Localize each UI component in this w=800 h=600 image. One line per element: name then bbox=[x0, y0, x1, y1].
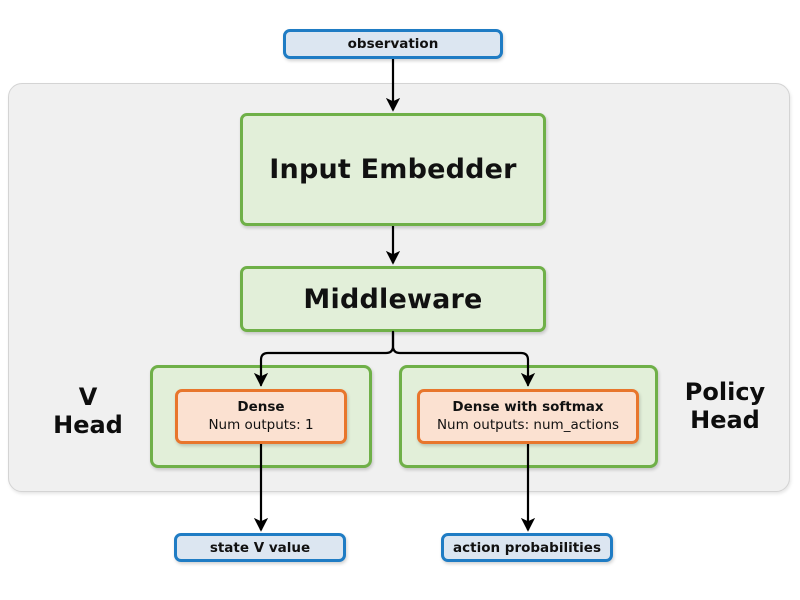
node-observation-label: observation bbox=[347, 36, 439, 52]
node-v-head-dense: Dense Num outputs: 1 bbox=[175, 389, 347, 444]
node-state-v-value-label: state V value bbox=[209, 539, 311, 556]
node-v-head-dense-title: Dense bbox=[237, 399, 285, 416]
node-input-embedder: Input Embedder bbox=[240, 113, 546, 226]
node-middleware: Middleware bbox=[240, 266, 546, 332]
node-policy-head-dense: Dense with softmax Num outputs: num_acti… bbox=[417, 389, 639, 444]
node-policy-head-dense-title: Dense with softmax bbox=[452, 399, 604, 416]
node-middleware-label: Middleware bbox=[303, 283, 483, 315]
label-v-head: V Head bbox=[53, 383, 123, 440]
node-action-probabilities-label: action probabilities bbox=[453, 539, 601, 556]
node-v-head-dense-subtitle: Num outputs: 1 bbox=[208, 416, 314, 433]
node-input-embedder-label: Input Embedder bbox=[269, 154, 517, 185]
label-policy-head: Policy Head bbox=[684, 378, 766, 435]
node-state-v-value: state V value bbox=[174, 533, 346, 562]
node-observation: observation bbox=[283, 29, 503, 59]
node-policy-head-dense-subtitle: Num outputs: num_actions bbox=[436, 416, 620, 433]
node-action-probabilities: action probabilities bbox=[441, 533, 613, 562]
